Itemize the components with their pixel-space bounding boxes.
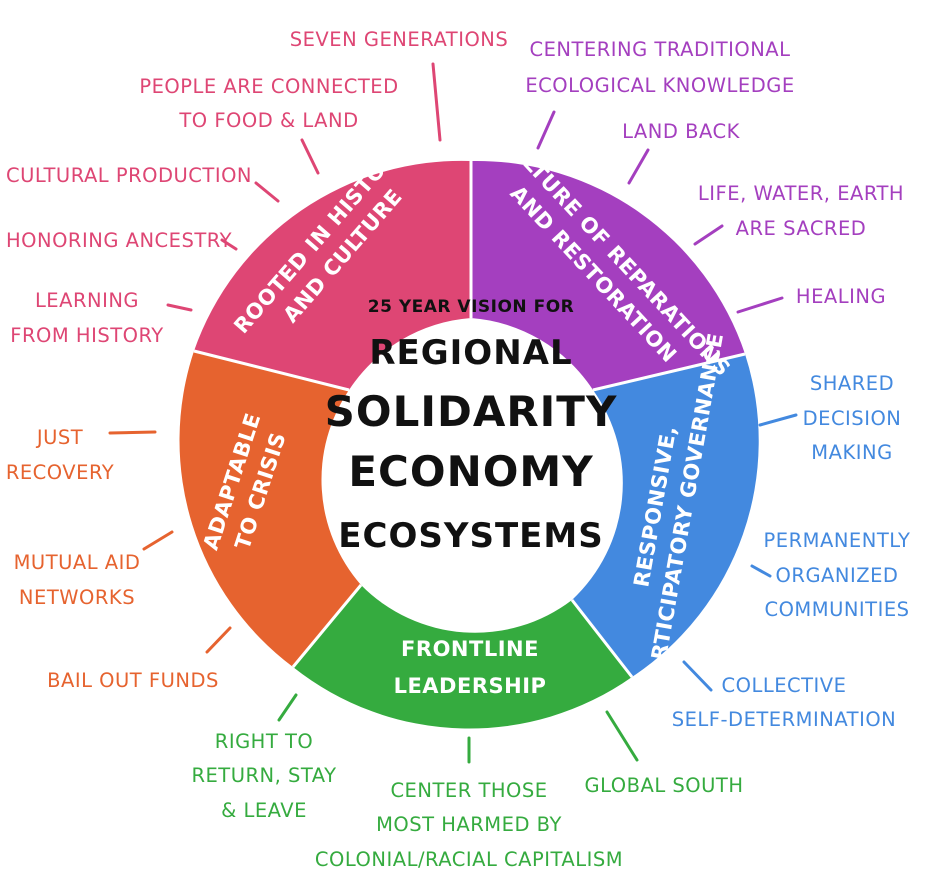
svg-text:FRONTLINE: FRONTLINE xyxy=(401,637,539,661)
connector xyxy=(142,530,174,551)
label-center-those-most-harmed: CENTER THOSE xyxy=(390,779,547,802)
connector xyxy=(693,224,724,246)
label-global-south: GLOBAL SOUTH xyxy=(585,774,744,797)
center-economy: ECONOMY xyxy=(348,447,593,496)
label-right-to-return: RIGHT TO xyxy=(215,730,313,753)
center-solidarity: SOLIDARITY xyxy=(325,387,618,436)
connector xyxy=(277,693,298,722)
label-permanently-organized: ORGANIZED xyxy=(776,564,899,587)
segment-divider xyxy=(592,352,746,392)
segment-adaptable xyxy=(179,351,361,667)
connectors xyxy=(108,62,798,764)
connector xyxy=(682,660,713,692)
label-mutual-aid-networks: MUTUAL AID xyxy=(14,551,141,574)
label-honoring-ancestry: HONORING ANCESTRY xyxy=(6,229,232,252)
label-center-those-most-harmed: COLONIAL/RACIAL CAPITALISM xyxy=(315,848,623,871)
segment-rooted xyxy=(194,160,471,390)
ring xyxy=(179,160,759,729)
label-shared-decision-making: MAKING xyxy=(811,441,892,464)
label-seven-generations: SEVEN GENERATIONS xyxy=(290,28,509,51)
segment-culture xyxy=(471,160,745,390)
label-permanently-organized: COMMUNITIES xyxy=(764,598,909,621)
connector xyxy=(536,110,556,150)
label-bail-out-funds: BAIL OUT FUNDS xyxy=(47,669,219,692)
label-land-back: LAND BACK xyxy=(622,120,740,143)
connector xyxy=(627,148,650,185)
connector xyxy=(736,296,784,314)
label-learning-from-history: FROM HISTORY xyxy=(10,324,163,347)
connector xyxy=(205,626,232,654)
connector xyxy=(108,430,157,435)
label-people-connected: TO FOOD & LAND xyxy=(178,109,358,132)
label-mutual-aid-networks: NETWORKS xyxy=(19,586,135,609)
center-subtitle: 25 YEAR VISION FOR xyxy=(368,297,574,317)
label-healing: HEALING xyxy=(796,285,886,308)
label-shared-decision-making: DECISION xyxy=(803,407,902,430)
connector xyxy=(750,564,772,578)
center-regional: REGIONAL xyxy=(369,333,572,373)
connector xyxy=(220,238,238,251)
segment-divider xyxy=(291,584,363,668)
label-permanently-organized: PERMANENTLY xyxy=(764,529,911,552)
connector xyxy=(254,181,280,203)
center-title: 25 YEAR VISION FOR REGIONAL SOLIDARITY E… xyxy=(325,297,618,556)
label-just-recovery: RECOVERY xyxy=(6,461,114,484)
connector xyxy=(300,138,320,175)
segment-leadership xyxy=(293,585,632,729)
segment-divider xyxy=(193,349,350,392)
label-collective-self-determination: SELF-DETERMINATION xyxy=(672,708,897,731)
label-centering-tek: ECOLOGICAL KNOWLEDGE xyxy=(525,74,794,97)
label-people-connected: PEOPLE ARE CONNECTED xyxy=(139,75,398,98)
connector xyxy=(758,413,798,427)
connector xyxy=(166,303,193,312)
label-center-those-most-harmed: MOST HARMED BY xyxy=(376,813,562,836)
label-shared-decision-making: SHARED xyxy=(810,372,894,395)
label-just-recovery: JUST xyxy=(35,426,83,449)
label-learning-from-history: LEARNING xyxy=(35,289,139,312)
label-collective-self-determination: COLLECTIVE xyxy=(722,674,847,697)
label-life-water-earth: ARE SACRED xyxy=(736,217,867,240)
label-cultural-production: CULTURAL PRODUCTION xyxy=(6,164,252,187)
center-ecosystems: ECOSYSTEMS xyxy=(338,516,603,556)
connector xyxy=(605,710,639,762)
segment-label-leadership: FRONTLINE LEADERSHIP xyxy=(394,637,547,698)
label-life-water-earth: LIFE, WATER, EARTH xyxy=(698,182,904,205)
connector xyxy=(431,62,442,142)
segment-divider xyxy=(570,599,634,678)
label-right-to-return: RETURN, STAY xyxy=(191,764,336,787)
label-right-to-return: & LEAVE xyxy=(221,799,307,822)
svg-text:LEADERSHIP: LEADERSHIP xyxy=(394,674,547,698)
segment-governance xyxy=(572,354,759,677)
label-centering-tek: CENTERING TRADITIONAL xyxy=(529,38,790,61)
